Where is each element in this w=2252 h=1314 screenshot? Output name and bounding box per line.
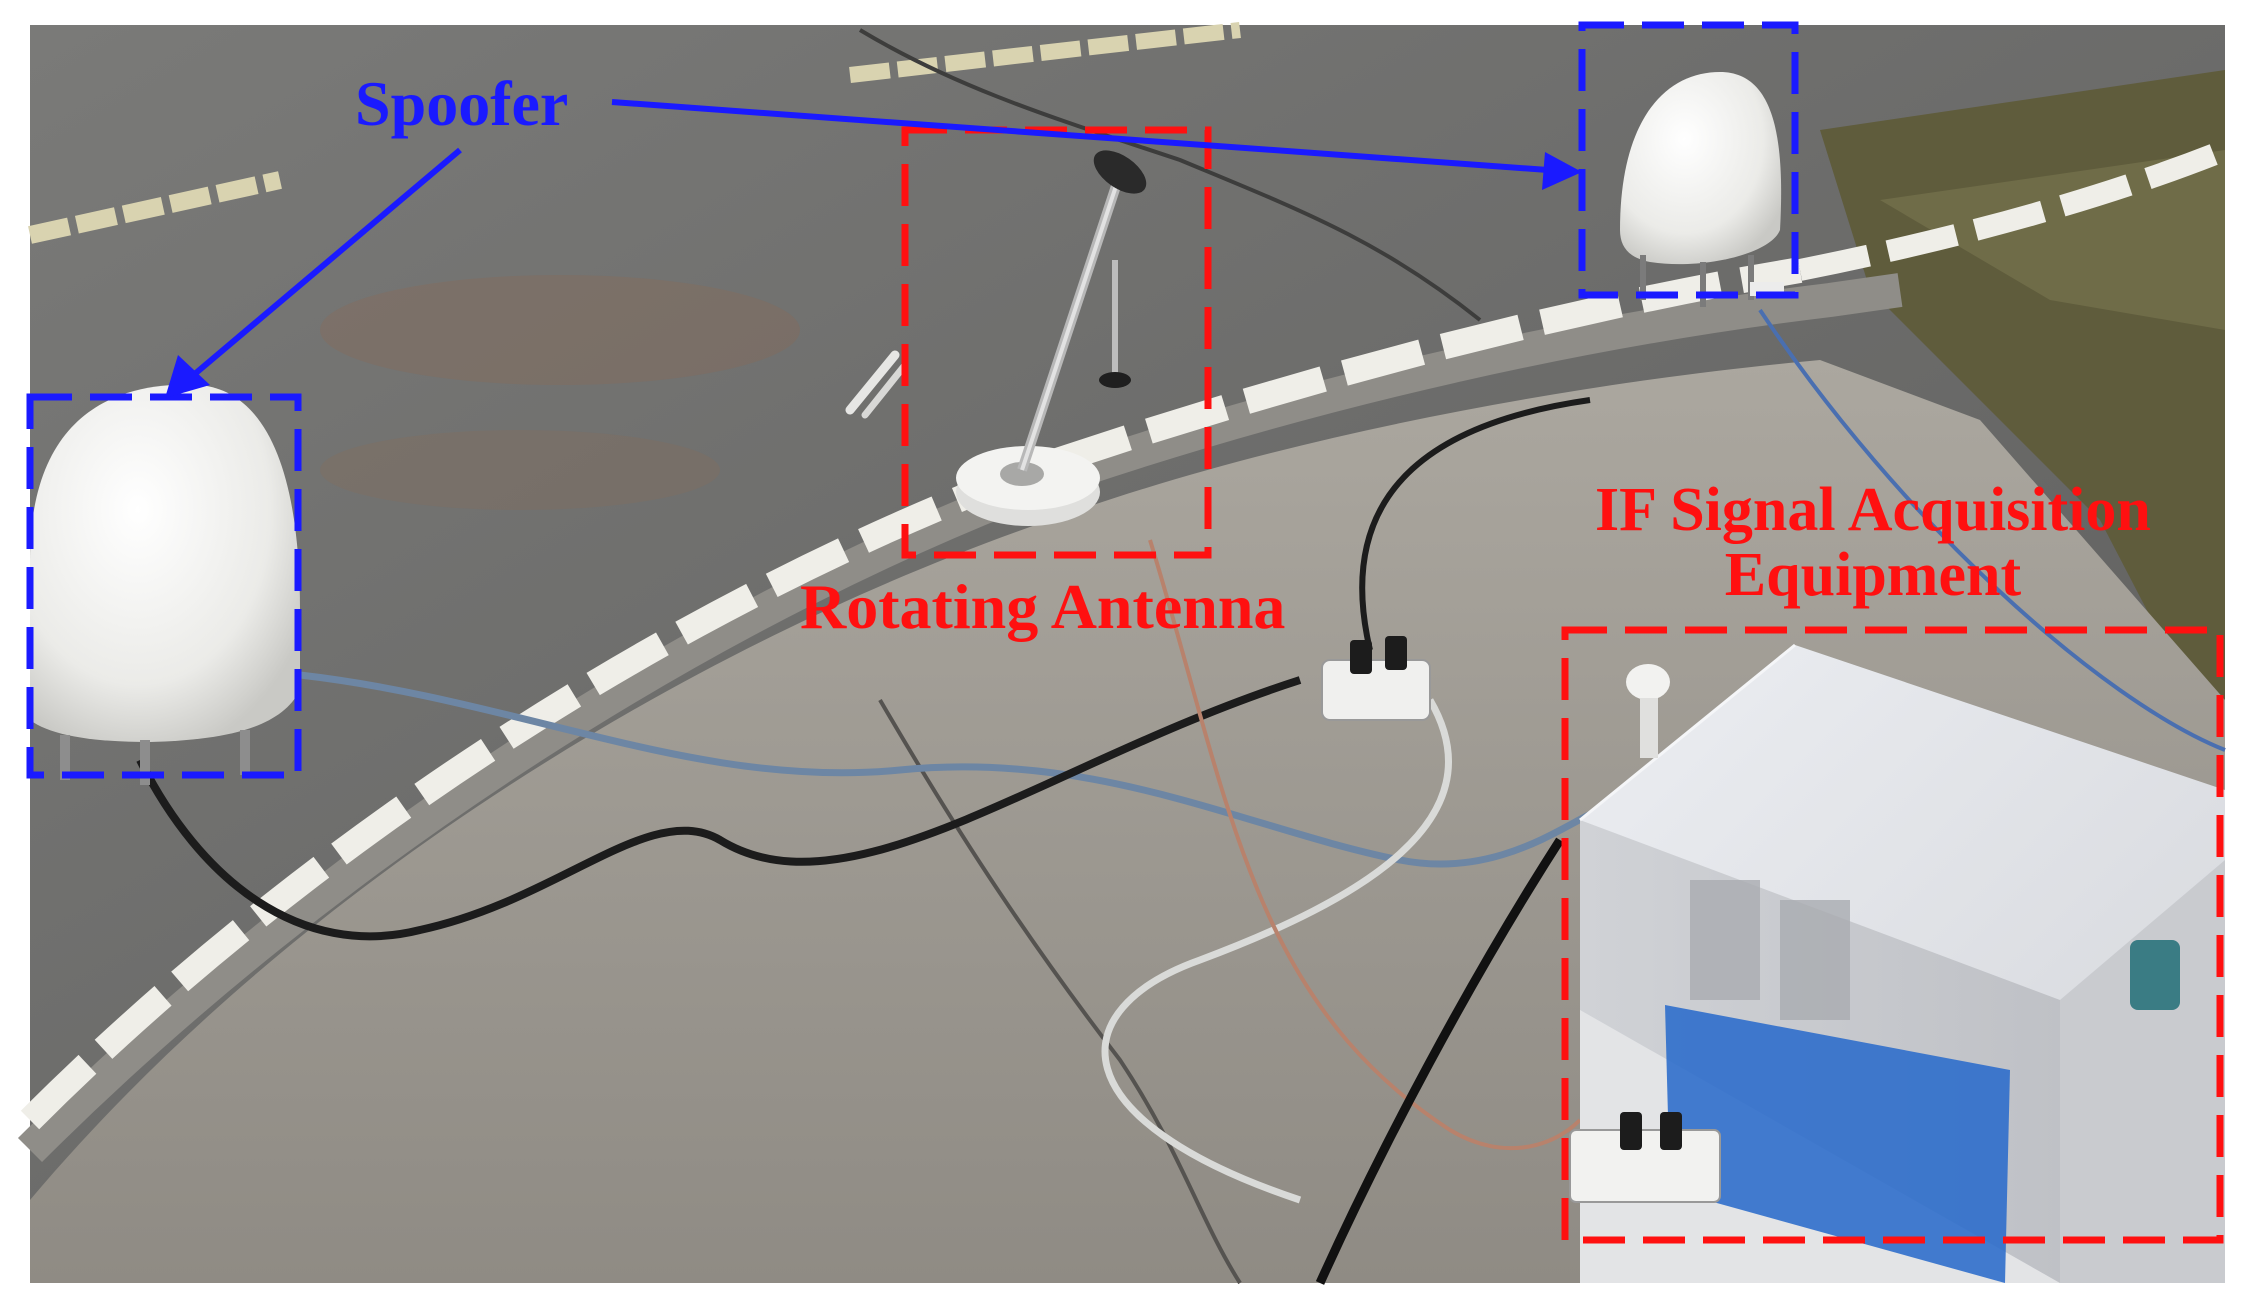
if-equipment-label-line2: Equipment	[1724, 541, 2022, 610]
spoofer-box-left	[26, 393, 302, 779]
spoofer-dome-left	[30, 384, 300, 785]
rotating-antenna-label: Rotating Antenna	[800, 571, 1286, 642]
if-equipment-box	[1561, 626, 2224, 1244]
spoofer-label: Spoofer	[355, 68, 569, 139]
power-strip-center	[1321, 636, 1431, 721]
if-equipment-label-line1: IF Signal Acquisition	[1595, 476, 2151, 544]
arrow-to-right-spoofer	[611, 99, 1582, 190]
lane-marking-yellow-left	[28, 171, 282, 244]
cable-brown	[1148, 539, 1582, 1151]
cable-black	[136, 676, 1302, 941]
rotating-antenna	[845, 150, 1147, 526]
lane-marking-yellow-center	[849, 22, 1241, 83]
if-equipment-label: IF Signal Acquisition Equipment	[1595, 476, 2151, 610]
arrow-to-left-spoofer	[165, 147, 462, 398]
cable-white	[1101, 698, 1452, 1204]
if-equipment	[1569, 643, 2225, 1283]
rotating-antenna-box	[901, 126, 1212, 559]
